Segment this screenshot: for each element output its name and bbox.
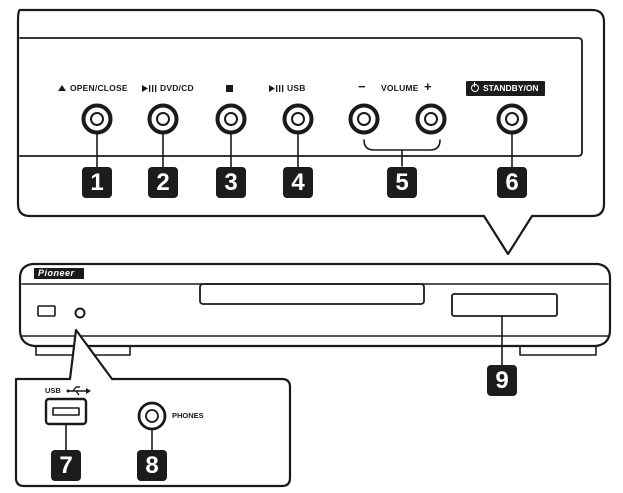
phones-jack-inner xyxy=(145,409,159,423)
usb-port-slot xyxy=(52,407,80,416)
eject-icon xyxy=(58,85,66,91)
panel-buttons xyxy=(81,103,528,135)
button-stop xyxy=(215,103,247,135)
brand-plate xyxy=(34,268,84,279)
player-foot-right xyxy=(519,345,597,356)
usb-port xyxy=(37,305,56,317)
inset-callout xyxy=(14,328,292,488)
player-body xyxy=(18,262,612,348)
button-open-close xyxy=(81,103,113,135)
usb-icon xyxy=(66,386,91,396)
volume-bracket xyxy=(363,139,441,167)
front-display xyxy=(451,293,558,317)
button-volume-down xyxy=(348,103,380,135)
button-volume-up xyxy=(415,103,447,135)
play-pause-icon xyxy=(142,85,157,92)
button-dvd-cd xyxy=(147,103,179,135)
stop-icon xyxy=(226,85,233,92)
button-standby xyxy=(496,103,528,135)
disc-tray xyxy=(199,283,425,305)
play-pause-icon xyxy=(269,85,284,92)
phones-jack xyxy=(74,307,86,319)
button-usb-play xyxy=(282,103,314,135)
panel-baseline xyxy=(19,37,583,157)
